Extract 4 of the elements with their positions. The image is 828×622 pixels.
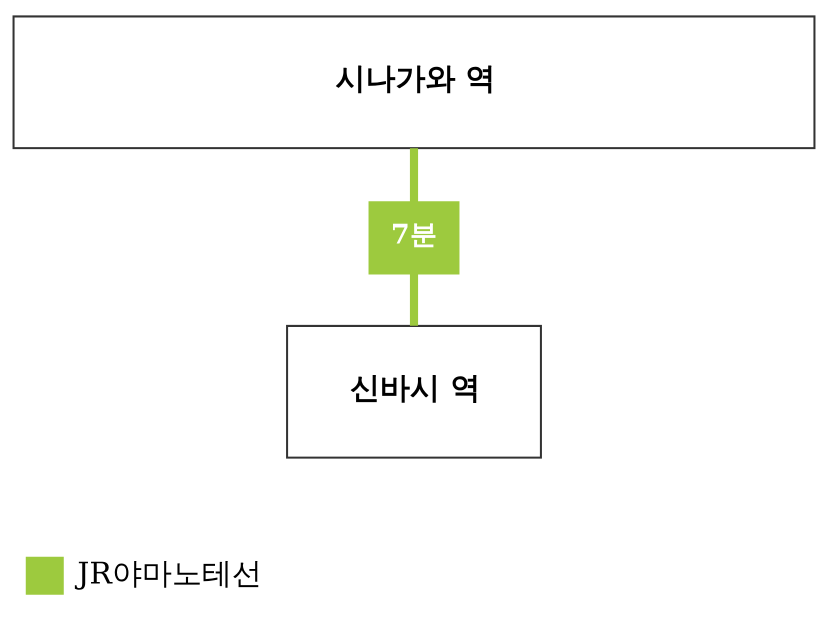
node-box: 시나가와 역: [12, 15, 816, 150]
legend-label: JR야마노테선: [77, 556, 262, 592]
node-box: 신바시 역: [286, 324, 542, 459]
edge-label: 7분: [390, 219, 437, 250]
